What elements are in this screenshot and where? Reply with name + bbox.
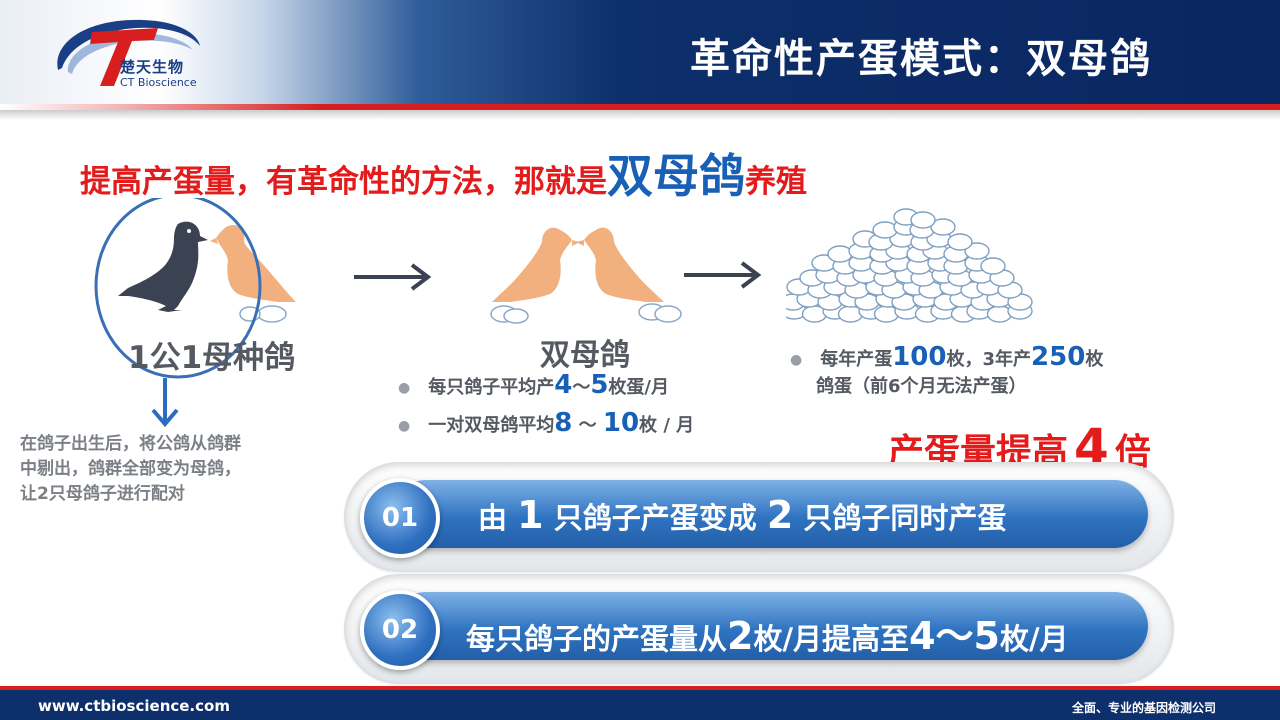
slide-title: 革命性产蛋模式：双母鸽 (690, 36, 1152, 82)
point-1-number: 01 (360, 478, 440, 558)
bullet-number: 100 (892, 342, 947, 372)
stage1-highlight-oval (94, 198, 262, 379)
point-text: 枚/月提高至 (753, 622, 910, 656)
stage1-desc-line: 让2只母鸽子进行配对 (20, 484, 185, 504)
logo-chinese-name: 楚天生物 (120, 58, 185, 76)
pigeon-male-icon (118, 221, 208, 312)
point-text: 只鸽子产蛋变成 (553, 501, 757, 535)
header-shadow (0, 110, 1280, 120)
egg-icon (827, 245, 853, 263)
bullet-number: 10 (602, 408, 640, 438)
headline-suffix: 养殖 (745, 164, 807, 200)
egg-icon (964, 242, 990, 260)
stage2-bullet-1: ●每只鸽子平均产4～5枚蛋/月 (398, 370, 669, 400)
stage2-bullet-2: ●一对双母鸽平均8 ～ 10枚 / 月 (398, 408, 695, 438)
arrow-down-icon (151, 378, 179, 428)
point-text: 由 (478, 501, 508, 535)
point-1-text: 由 1 只鸽子产蛋变成 2 只鸽子同时产蛋 (478, 493, 1006, 537)
bullet-text: 鸽蛋（前6个月无法产蛋） (816, 376, 1027, 397)
bullet-text: 每年产蛋 (820, 349, 893, 370)
point-text: 每只鸽子的产蛋量从 (466, 622, 728, 656)
bullet-text: 枚 (1085, 349, 1104, 370)
pigeon-female-icon (210, 224, 296, 323)
pigeon-female-icon (492, 227, 580, 302)
egg-icon (910, 211, 936, 229)
footer-red-line (0, 686, 1280, 690)
stage1-desc-line: 在鸽子出生后，将公鸽从鸽群 (20, 434, 241, 454)
headline: 提高产蛋量，有革命性的方法，那就是双母鸽养殖 (80, 140, 807, 206)
egg-icon (980, 257, 1006, 275)
stage1-desc-line: 中剔出，鸽群全部变为母鸽， (20, 459, 241, 479)
stage1-label: 1公1母种鸽 (128, 340, 296, 376)
point-text: 枚/月 (999, 622, 1069, 656)
point-2-bar (392, 592, 1148, 660)
point-number: 1 (517, 493, 544, 537)
arrow-right-icon (684, 261, 762, 289)
egg-icon (872, 221, 898, 239)
stage3-bullet: ●每年产蛋100枚，3年产250枚 鸽蛋（前6个月无法产蛋） (790, 342, 1104, 397)
bullet-text: 一对双母鸽平均 (428, 415, 555, 436)
footer-slogan: 全面、专业的基因检测公司 (1072, 701, 1217, 715)
point-text: 只鸽子同时产蛋 (803, 501, 1007, 535)
egg-icon (930, 218, 956, 236)
stage2-graphic (490, 227, 682, 324)
point-1-bar (392, 480, 1148, 548)
stage1-description: 在鸽子出生后，将公鸽从鸽群 中剔出，鸽群全部变为母鸽， 让2只母鸽子进行配对 (20, 432, 310, 507)
header-banner (0, 0, 1280, 108)
point-2-number: 02 (360, 590, 440, 670)
point-number: 2 (766, 493, 794, 537)
point-number: 4～5 (909, 614, 1000, 658)
bullet-number: 250 (1031, 342, 1086, 372)
bullet-text: ～ (572, 377, 591, 398)
arrow-right-icon (354, 263, 432, 291)
headline-emphasis: 双母鸽 (607, 149, 745, 203)
header-red-line (0, 104, 1280, 110)
footer-website-link[interactable]: www.ctbioscience.com (38, 697, 230, 715)
bullet-text: 枚蛋/月 (608, 377, 669, 398)
logo-english-name: CT Bioscience (120, 76, 197, 89)
bullet-text: ～ (572, 415, 603, 436)
footer-bar (0, 690, 1280, 720)
pigeon-female-icon (576, 227, 664, 302)
bullet-text: 每只鸽子平均产 (428, 377, 555, 398)
egg-icon (947, 233, 973, 251)
headline-prefix: 提高产蛋量，有革命性的方法，那就是 (80, 164, 607, 200)
bullet-text: 枚，3年产 (946, 349, 1032, 370)
bullet-number: 4 (554, 370, 573, 400)
bullet-number: 5 (590, 370, 609, 400)
ct-logo-icon (57, 19, 200, 86)
bullet-number: 8 (554, 408, 573, 438)
point-number: 2 (727, 614, 754, 658)
stage2-label: 双母鸽 (540, 338, 630, 373)
bullet-text: 枚 / 月 (639, 415, 695, 436)
point-2-text: 每只鸽子的产蛋量从2枚/月提高至4～5枚/月 (466, 605, 1069, 660)
egg-pile-icon (786, 208, 1033, 323)
egg-icon (490, 303, 682, 324)
stage1-graphic (94, 198, 296, 379)
